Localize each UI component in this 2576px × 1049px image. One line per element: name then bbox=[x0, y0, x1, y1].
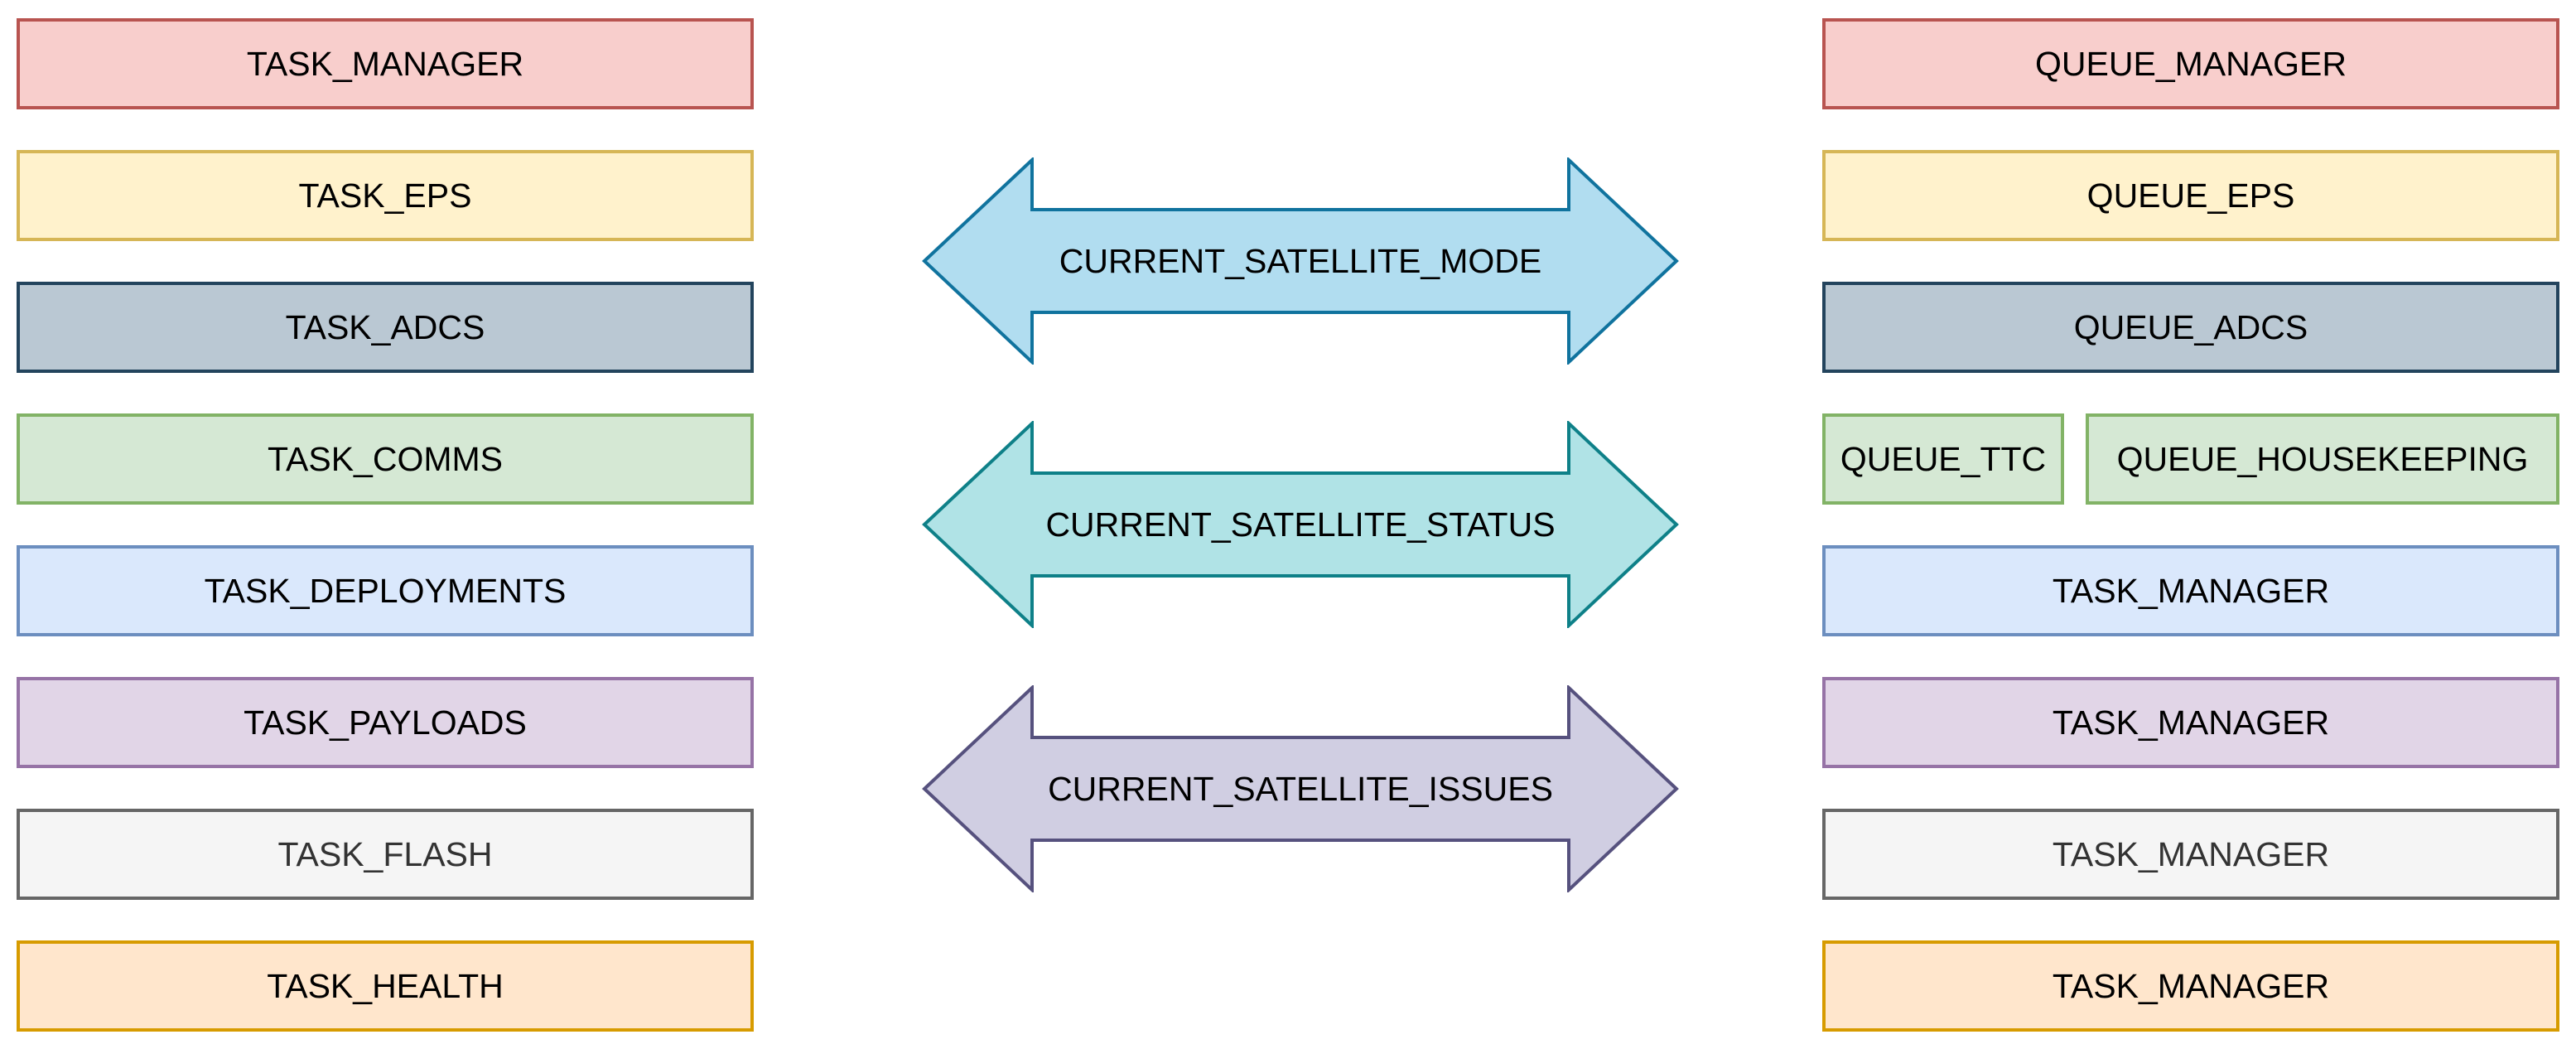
node-queue-housekeeping: QUEUE_HOUSEKEEPING bbox=[2086, 413, 2559, 505]
double-arrow-icon bbox=[922, 421, 1679, 628]
arrow-current-satellite-mode: CURRENT_SATELLITE_MODE bbox=[922, 157, 1679, 365]
node-label: TASK_ADCS bbox=[285, 307, 485, 346]
node-task-manager-queue-flash: TASK_MANAGER bbox=[1822, 809, 2559, 900]
node-task-payloads: TASK_PAYLOADS bbox=[17, 677, 754, 768]
node-label: QUEUE_HOUSEKEEPING bbox=[2116, 439, 2529, 478]
node-label: TASK_DEPLOYMENTS bbox=[204, 571, 567, 610]
double-arrow-icon bbox=[922, 685, 1679, 892]
node-task-eps: TASK_EPS bbox=[17, 150, 754, 241]
arrow-label: CURRENT_SATELLITE_STATUS bbox=[1045, 505, 1556, 544]
arrow-current-satellite-issues: CURRENT_SATELLITE_ISSUES bbox=[922, 685, 1679, 892]
node-label: QUEUE_MANAGER bbox=[2035, 44, 2347, 83]
node-label: QUEUE_EPS bbox=[2086, 176, 2295, 215]
node-label: QUEUE_ADCS bbox=[2073, 307, 2308, 346]
node-label: TASK_MANAGER bbox=[2052, 703, 2330, 742]
node-task-deployments: TASK_DEPLOYMENTS bbox=[17, 545, 754, 636]
node-label: TASK_MANAGER bbox=[2052, 834, 2330, 873]
arrow-label: CURRENT_SATELLITE_ISSUES bbox=[1048, 769, 1553, 808]
node-label: TASK_FLASH bbox=[277, 834, 493, 873]
arrow-current-satellite-status: CURRENT_SATELLITE_STATUS bbox=[922, 421, 1679, 628]
node-label: TASK_MANAGER bbox=[2052, 571, 2330, 610]
node-label: TASK_MANAGER bbox=[2052, 966, 2330, 1005]
node-queue-adcs: QUEUE_ADCS bbox=[1822, 282, 2559, 373]
node-label: TASK_MANAGER bbox=[246, 44, 524, 83]
node-task-flash: TASK_FLASH bbox=[17, 809, 754, 900]
node-task-adcs: TASK_ADCS bbox=[17, 282, 754, 373]
node-task-manager-queue-deployments: TASK_MANAGER bbox=[1822, 545, 2559, 636]
node-queue-ttc: QUEUE_TTC bbox=[1822, 413, 2064, 505]
node-task-comms: TASK_COMMS bbox=[17, 413, 754, 505]
node-label: TASK_PAYLOADS bbox=[244, 703, 527, 742]
node-task-manager-queue-payloads: TASK_MANAGER bbox=[1822, 677, 2559, 768]
node-label: TASK_HEALTH bbox=[267, 966, 504, 1005]
arrow-label: CURRENT_SATELLITE_MODE bbox=[1059, 241, 1542, 280]
double-arrow-icon bbox=[922, 157, 1679, 365]
node-task-manager: TASK_MANAGER bbox=[17, 18, 754, 109]
node-label: TASK_EPS bbox=[298, 176, 472, 215]
node-label: TASK_COMMS bbox=[268, 439, 503, 478]
node-label: QUEUE_TTC bbox=[1840, 439, 2047, 478]
node-queue-eps: QUEUE_EPS bbox=[1822, 150, 2559, 241]
node-task-manager-queue-health: TASK_MANAGER bbox=[1822, 940, 2559, 1032]
node-queue-manager: QUEUE_MANAGER bbox=[1822, 18, 2559, 109]
node-task-health: TASK_HEALTH bbox=[17, 940, 754, 1032]
